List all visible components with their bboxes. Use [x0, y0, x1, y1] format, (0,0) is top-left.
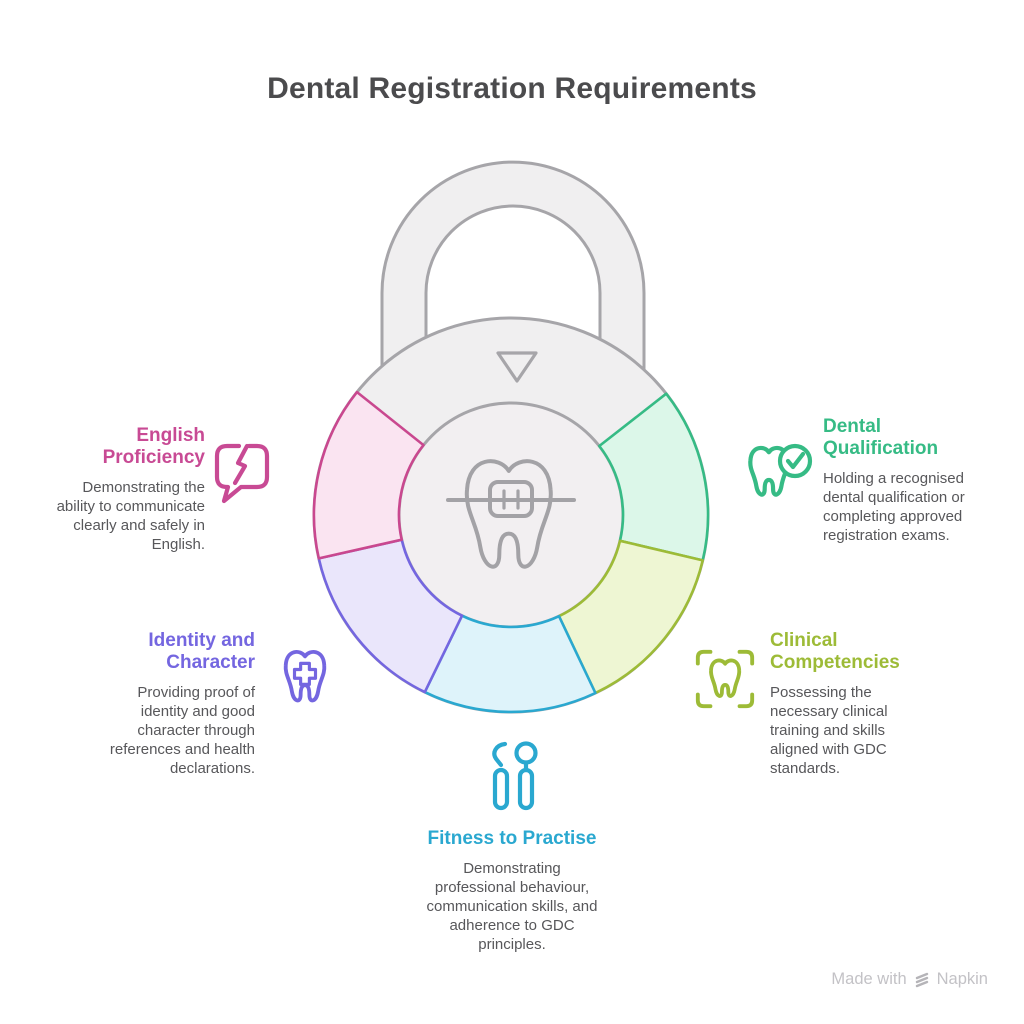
- section-title: English Proficiency: [102, 425, 205, 468]
- section-description: Demonstrating professional behaviour, co…: [426, 860, 598, 953]
- watermark-brand: Napkin: [936, 970, 988, 988]
- ring-segment-english-proficiency: [312, 390, 425, 560]
- section-fitness-to-practise: Fitness to Practise Demonstrating profes…: [402, 828, 622, 954]
- section-title: Fitness to Practise: [427, 828, 597, 849]
- requirement-ring: [312, 390, 710, 714]
- tooth-with-braces-icon: [446, 461, 576, 566]
- tooth-check-icon: [740, 434, 818, 514]
- section-description: Possessing the necessary clinical traini…: [770, 684, 888, 777]
- section-dental-qualification: Dental Qualification Holding a recognise…: [823, 416, 1003, 545]
- section-title: Clinical Competencies: [770, 630, 900, 673]
- dental-tools-icon: [479, 740, 545, 818]
- section-title: Identity and Character: [148, 630, 255, 673]
- watermark: Made with Napkin: [831, 970, 988, 989]
- section-description: Demonstrating the ability to communicate…: [56, 479, 205, 553]
- broken-speech-bubble-icon: [210, 441, 274, 507]
- section-description: Holding a recognised dental qualificatio…: [823, 470, 965, 544]
- section-identity-and-character: Identity and Character Providing proof o…: [88, 630, 255, 778]
- tooth-scan-icon: [692, 646, 758, 712]
- section-clinical-competencies: Clinical Competencies Possessing the nec…: [770, 630, 940, 778]
- section-english-proficiency: English Proficiency Demonstrating the ab…: [30, 425, 205, 554]
- watermark-prefix: Made with: [831, 970, 907, 988]
- napkin-logo-icon: [913, 971, 931, 989]
- triangle-down-icon: [496, 351, 538, 383]
- section-description: Providing proof of identity and good cha…: [109, 684, 255, 777]
- padlock-shackle: [380, 160, 646, 377]
- page-title: Dental Registration Requirements: [267, 72, 757, 105]
- tooth-cross-icon: [277, 645, 333, 715]
- section-title: Dental Qualification: [823, 416, 939, 459]
